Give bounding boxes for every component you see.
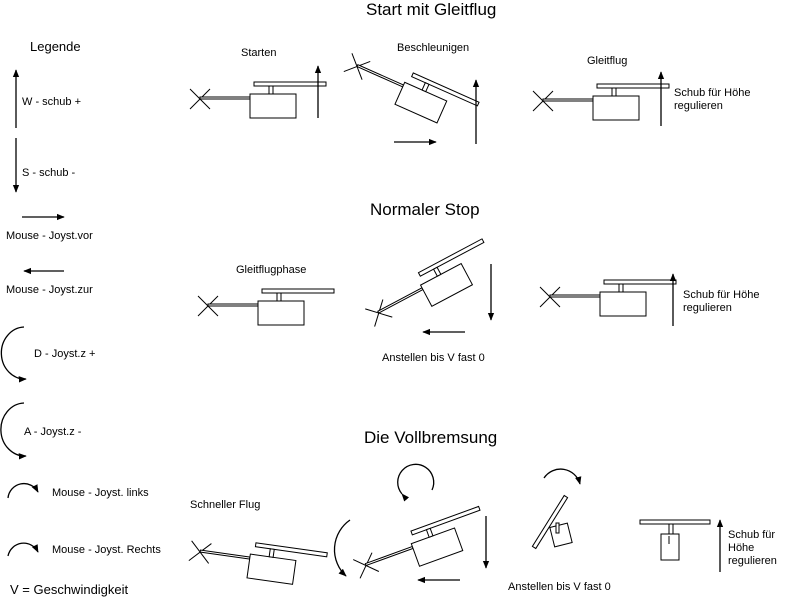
helicopter-gliding [532,83,670,121]
section-title-stop: Normaler Stop [370,200,480,219]
helicopter-vertical [531,494,573,550]
label-schub-3: Schub für Höhe regulieren [728,529,777,567]
legend-joystick-right: Mouse - Joyst. Rechts [52,544,161,556]
label-beschleunigen: Beschleunigen [397,42,470,54]
legend-joystick-forward: Mouse - Joyst.vor [6,230,93,242]
helicopter-vertical-hover [639,519,711,561]
label-gleitflugphase: Gleitflugphase [236,264,307,276]
legend-joystick-left: Mouse - Joyst. links [52,487,149,499]
rotate-ccw-arrow [0,402,27,460]
label-schub-2: Schub für Höhe regulieren [683,289,760,314]
label-schub-1: Schub für Höhe regulieren [674,87,751,112]
label-starten: Starten [241,47,277,59]
helicopter-starting [189,81,327,119]
rotate-up-arrow [543,468,582,485]
legend-symbols [0,69,65,557]
legend-footnote: V = Geschwindigkeit [10,582,129,597]
rotate-left-arrow [7,483,39,499]
helicopter-hovering [539,279,677,317]
section-title-start: Start mit Gleitflug [366,0,497,19]
legend-thrust-down: S - schub - [22,167,76,179]
label-anstellen-1: Anstellen bis V fast 0 [382,352,485,364]
label-schneller-flug: Schneller Flug [190,499,261,511]
helicopter-pitching-up [361,238,500,335]
rotate-back-arrow [397,463,435,502]
rotate-pitch-arrow [333,519,351,577]
label-gleitflug: Gleitflug [587,55,628,67]
helicopter-glide-phase [197,288,335,326]
helicopter-fast-flight [187,533,328,589]
section-title-brake: Die Vollbremsung [364,428,498,447]
legend-title: Legende [30,39,81,54]
legend-joystick-z-plus: D - Joyst.z + [34,348,96,360]
label-anstellen-2: Anstellen bis V fast 0 [508,581,611,593]
legend-joystick-z-minus: A - Joyst.z - [24,426,82,438]
rotate-right-arrow [7,542,39,557]
legend-thrust-up: W - schub + [22,96,81,108]
helicopter-hard-brake [350,505,492,588]
rotate-cw-arrow [0,326,27,383]
helicopter-accelerating [339,46,480,136]
legend-joystick-back: Mouse - Joyst.zur [6,284,93,296]
